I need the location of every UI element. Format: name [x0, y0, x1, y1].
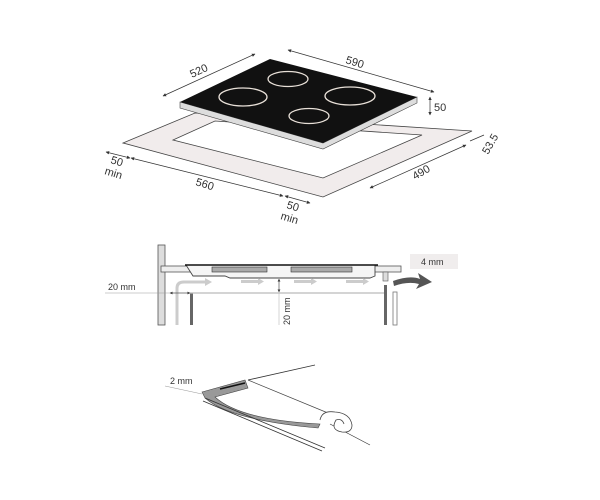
height-label: 50 — [434, 102, 446, 114]
heating-element-left — [211, 266, 268, 273]
burner-front-right — [288, 107, 330, 125]
left-min-label: 50 — [109, 154, 124, 169]
seal-view: 2 mm — [164, 364, 371, 452]
side-clearance-label: 20 mm — [108, 282, 136, 292]
front-min-unit: min — [279, 210, 299, 227]
cutout-width-label: 560 — [194, 176, 215, 193]
exhaust-arrow — [393, 273, 432, 289]
front-min-label: 50 — [285, 199, 300, 214]
dimension-lines — [105, 49, 485, 204]
left-min-unit: min — [103, 165, 123, 182]
airflow-arrows — [205, 278, 369, 286]
cabinet-left-side — [190, 293, 193, 325]
airflow-arrow — [175, 280, 205, 325]
cabinet-right-side — [384, 285, 387, 325]
bottom-clearance-label: 20 mm — [282, 297, 292, 325]
section-view: 4 mm 20 mm 20 mm — [105, 244, 458, 326]
heating-element-right — [290, 266, 353, 273]
depth-label: 520 — [188, 62, 210, 81]
seal-strip — [201, 379, 321, 429]
seal-roll — [319, 411, 353, 433]
seal-thickness-label: 2 mm — [170, 376, 193, 386]
top-view: 520 590 50 53.5 490 560 50 min 50 min — [103, 49, 501, 227]
cutout-depth-label: 490 — [411, 163, 433, 183]
gap-label: 4 mm — [421, 257, 444, 267]
gap-label-box — [410, 254, 458, 269]
width-label: 590 — [344, 54, 365, 71]
wall — [157, 244, 166, 326]
